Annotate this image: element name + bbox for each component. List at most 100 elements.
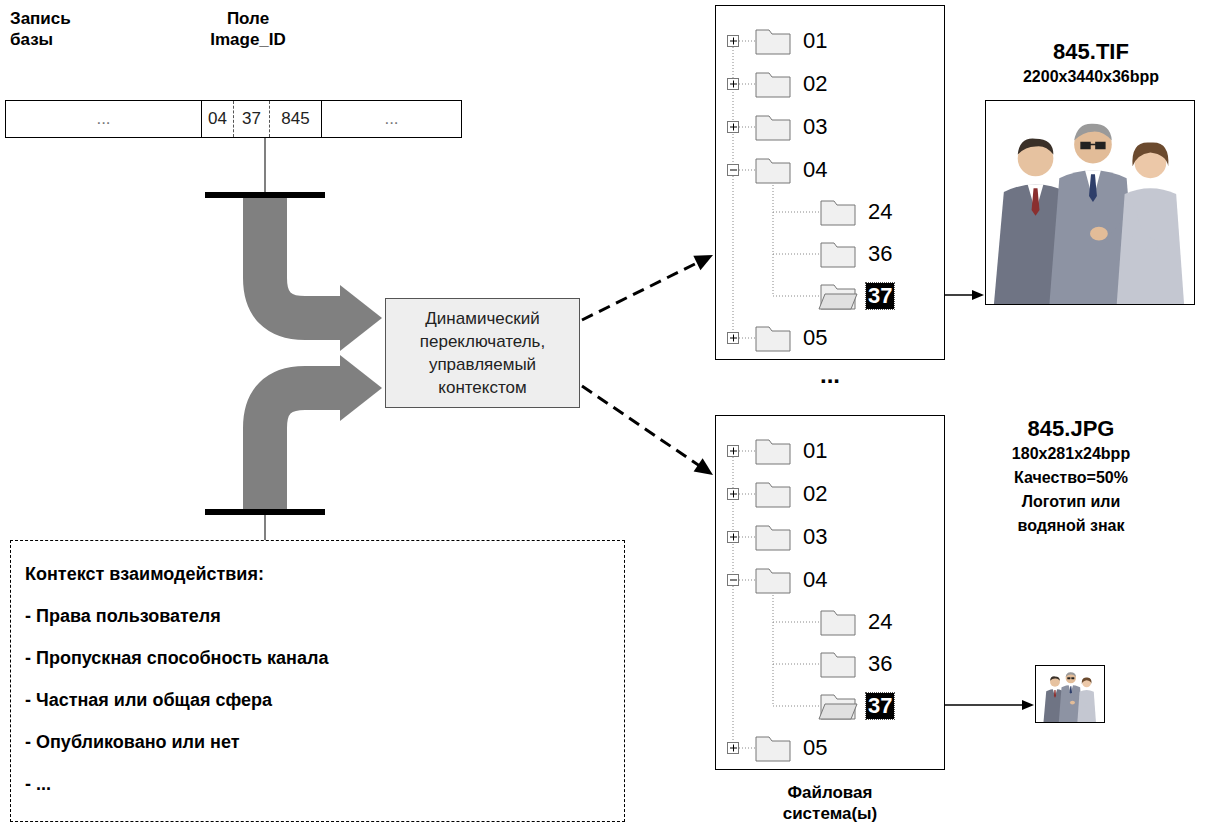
- arrowhead: [1022, 700, 1034, 710]
- image-caption: 845.JPG180x281x24bppКачество=50%Логотип …: [991, 416, 1151, 538]
- folder-name: 05: [801, 735, 829, 761]
- folder-name: 36: [866, 241, 894, 267]
- field-label: Запись базы: [10, 8, 95, 50]
- context-item: - Права пользователя: [25, 595, 610, 637]
- connector: [582, 386, 713, 475]
- arrowhead: [693, 255, 713, 270]
- expand-box: [728, 532, 739, 543]
- tree-line: [773, 296, 821, 297]
- file-tree-panel: 0102030424363705: [715, 415, 945, 770]
- context-heading: Контекст взаимодействия:: [25, 553, 610, 595]
- tree-line: [773, 592, 774, 706]
- folder-icon: [756, 30, 790, 54]
- context-box: Контекст взаимодействия:- Права пользова…: [10, 540, 625, 822]
- expand-box: [728, 79, 739, 90]
- folder-open: [819, 704, 857, 719]
- expand-sign: [730, 170, 737, 171]
- tree-line: [773, 182, 774, 296]
- expand-sign: [730, 580, 737, 581]
- file-property: Логотип или водяной знак: [991, 490, 1151, 538]
- dashed-arrow: [582, 386, 701, 467]
- record-field: 04: [201, 101, 233, 137]
- people-picture: [1036, 666, 1104, 722]
- folder-icon: [821, 653, 855, 677]
- source-bar: [205, 509, 325, 515]
- connector: [205, 355, 382, 540]
- folder-name: 02: [801, 481, 829, 507]
- people-picture: [986, 101, 1194, 304]
- connector: [945, 290, 984, 300]
- tree-line: [773, 254, 821, 255]
- pointer-arrow: [945, 294, 974, 296]
- record-field: ...: [6, 101, 201, 137]
- file-name: 845.TIF: [986, 39, 1196, 65]
- connector: [205, 138, 382, 351]
- block-arrowhead: [340, 355, 382, 421]
- field-label: Поле Image_ID: [200, 8, 296, 50]
- record-field: 845: [269, 101, 321, 137]
- folder-name: 04: [801, 567, 829, 593]
- block-arrow: [265, 195, 340, 318]
- folder-icon: [756, 327, 790, 351]
- folder-name: 04: [801, 157, 829, 183]
- expand-sign: [733, 38, 734, 45]
- people-instance: [994, 124, 1184, 304]
- folder-icon: [756, 159, 790, 183]
- file-tree-panel: 01 02 03 04 24 36 37 05: [715, 5, 945, 360]
- connector-stem: [264, 138, 266, 195]
- folder-name: 36: [866, 651, 894, 677]
- tree-line: [773, 212, 821, 213]
- database-record: ...0437845...: [5, 100, 462, 138]
- expand-sign: [733, 491, 734, 498]
- folder-icon: [756, 483, 790, 507]
- arrowhead: [972, 290, 984, 300]
- dashed-arrow: [582, 261, 700, 320]
- tree-line: [773, 622, 821, 623]
- image-thumbnail: 845.TIF2200x3440x36bpp: [985, 100, 1195, 305]
- file-name: 845.JPG: [991, 416, 1151, 442]
- expand-box: [728, 743, 739, 754]
- folder-name: 37: [866, 283, 894, 309]
- folder-icon: [821, 201, 855, 225]
- folder-icon: [756, 526, 790, 550]
- folder-name: 03: [801, 114, 829, 140]
- record-field: ...: [321, 101, 461, 137]
- box-text: Динамический переключатель, управляемый …: [392, 307, 573, 399]
- folder-name: 05: [801, 325, 829, 351]
- folder-name: 24: [866, 199, 894, 225]
- connector: [582, 255, 713, 320]
- image-caption: 845.TIF2200x3440x36bpp: [986, 39, 1196, 89]
- folder-name: 02: [801, 71, 829, 97]
- folder-name: 01: [801, 438, 829, 464]
- folder-icon: [821, 243, 855, 267]
- tree-icons: [716, 416, 946, 771]
- block-arrowhead: [340, 285, 382, 351]
- expand-box: [728, 575, 739, 586]
- tree-icons: [716, 6, 946, 361]
- file-property: Качество=50%: [991, 466, 1151, 490]
- expand-box: [728, 122, 739, 133]
- folder-name: 24: [866, 609, 894, 635]
- expand-sign: [733, 124, 734, 131]
- expand-sign: [733, 534, 734, 541]
- folder-icon: [756, 569, 790, 593]
- folder-icon: [756, 440, 790, 464]
- pointer-arrow: [945, 704, 1024, 706]
- folder-name: 03: [801, 524, 829, 550]
- folder-icon: [756, 73, 790, 97]
- source-bar: [205, 192, 325, 198]
- expand-box: [728, 36, 739, 47]
- connector-stem: [264, 512, 266, 540]
- expand-sign: [733, 448, 734, 455]
- caption-label: Файловая система(ы): [765, 782, 895, 824]
- context-item: - Пропускная способность канала: [25, 637, 610, 679]
- folder-name: 01: [801, 28, 829, 54]
- expand-box: [728, 446, 739, 457]
- people-instance: [1044, 672, 1096, 722]
- tree-line: [773, 664, 821, 665]
- context-item: - ...: [25, 763, 610, 805]
- record-field: 37: [233, 101, 269, 137]
- expand-box: [728, 165, 739, 176]
- expand-sign: [733, 335, 734, 342]
